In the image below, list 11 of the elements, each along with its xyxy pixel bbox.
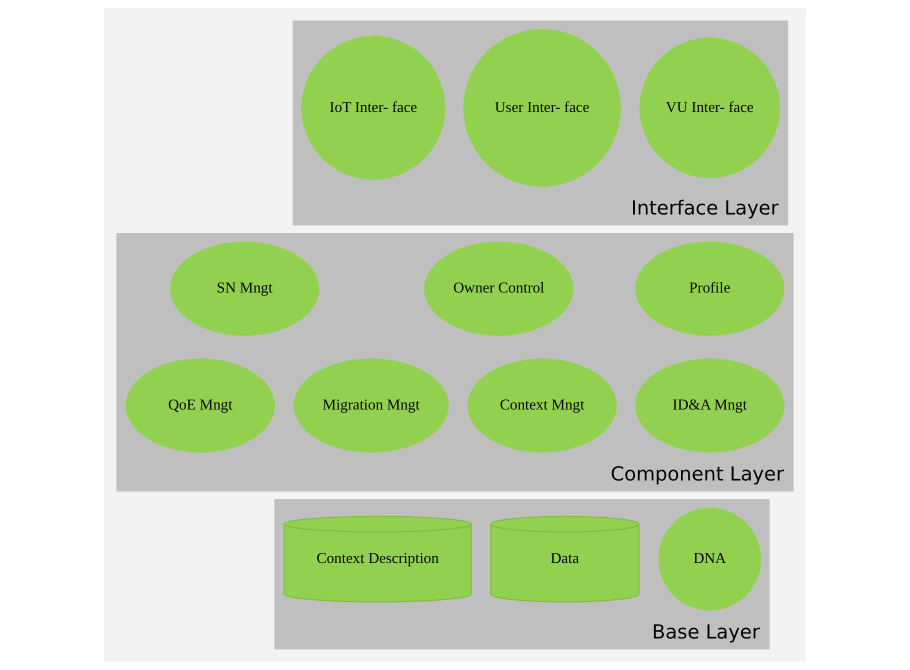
node-ellipse: Owner Control: [424, 242, 574, 336]
node-circle: IoT Inter- face: [301, 36, 446, 180]
node-ellipse: ID&A Mngt: [635, 358, 784, 453]
node-ellipse: Profile: [635, 242, 784, 336]
node-circle: User Inter- face: [463, 29, 621, 187]
node-circle: DNA: [658, 508, 762, 610]
node-ellipse: QoE Mngt: [126, 358, 275, 453]
node-circle: VU Inter- face: [640, 38, 780, 178]
node-ellipse: SN Mngt: [170, 242, 320, 336]
node-ellipse: Migration Mngt: [294, 358, 449, 453]
node-ellipse: Context Mngt: [467, 358, 617, 453]
